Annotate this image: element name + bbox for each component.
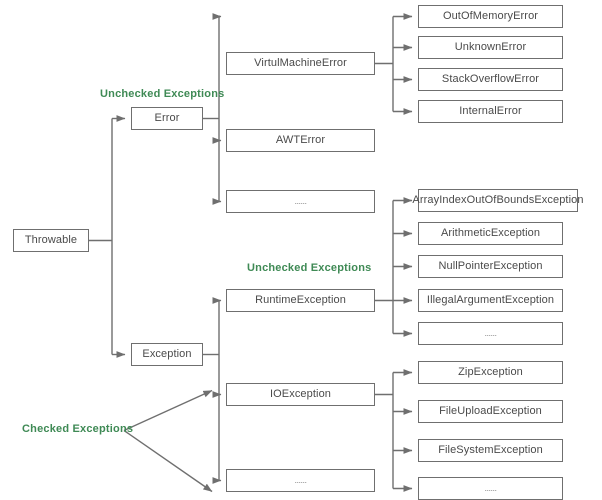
node-error[interactable]: Error: [131, 107, 203, 130]
node-virtulmachineerror[interactable]: VirtulMachineError: [226, 52, 375, 75]
annotation-checked-exceptions: Checked Exceptions: [22, 423, 134, 435]
node-unknownerror[interactable]: UnknownError: [418, 36, 563, 59]
node-ioexception-more[interactable]: ......: [418, 477, 563, 500]
node-filesystemexception[interactable]: FileSystemException: [418, 439, 563, 462]
node-arithmeticexception[interactable]: ArithmeticException: [418, 222, 563, 245]
node-stackoverflowerror[interactable]: StackOverflowError: [418, 68, 563, 91]
node-throwable[interactable]: Throwable: [13, 229, 89, 252]
node-runtimeexception-more[interactable]: ......: [418, 322, 563, 345]
annotation-unchecked-exceptions-runtime: Unchecked Exceptions: [247, 262, 372, 274]
node-error-more[interactable]: ......: [226, 190, 375, 213]
node-ioexception[interactable]: IOException: [226, 383, 375, 406]
annotation-unchecked-exceptions-error: Unchecked Exceptions: [100, 88, 225, 100]
node-nullpointerexception[interactable]: NullPointerException: [418, 255, 563, 278]
node-zipexception[interactable]: ZipException: [418, 361, 563, 384]
node-runtimeexception[interactable]: RuntimeException: [226, 289, 375, 312]
node-outofmemoryerror[interactable]: OutOfMemoryError: [418, 5, 563, 28]
node-awterror[interactable]: AWTError: [226, 129, 375, 152]
node-illegalargumentexception[interactable]: IllegalArgumentException: [418, 289, 563, 312]
node-exception[interactable]: Exception: [131, 343, 203, 366]
node-fileuploadexception[interactable]: FileUploadException: [418, 400, 563, 423]
node-exception-more[interactable]: ......: [226, 469, 375, 492]
node-internalerror[interactable]: InternalError: [418, 100, 563, 123]
node-arrayindexoutofboundsexception[interactable]: ArrayIndexOutOfBoundsException: [412, 189, 583, 212]
